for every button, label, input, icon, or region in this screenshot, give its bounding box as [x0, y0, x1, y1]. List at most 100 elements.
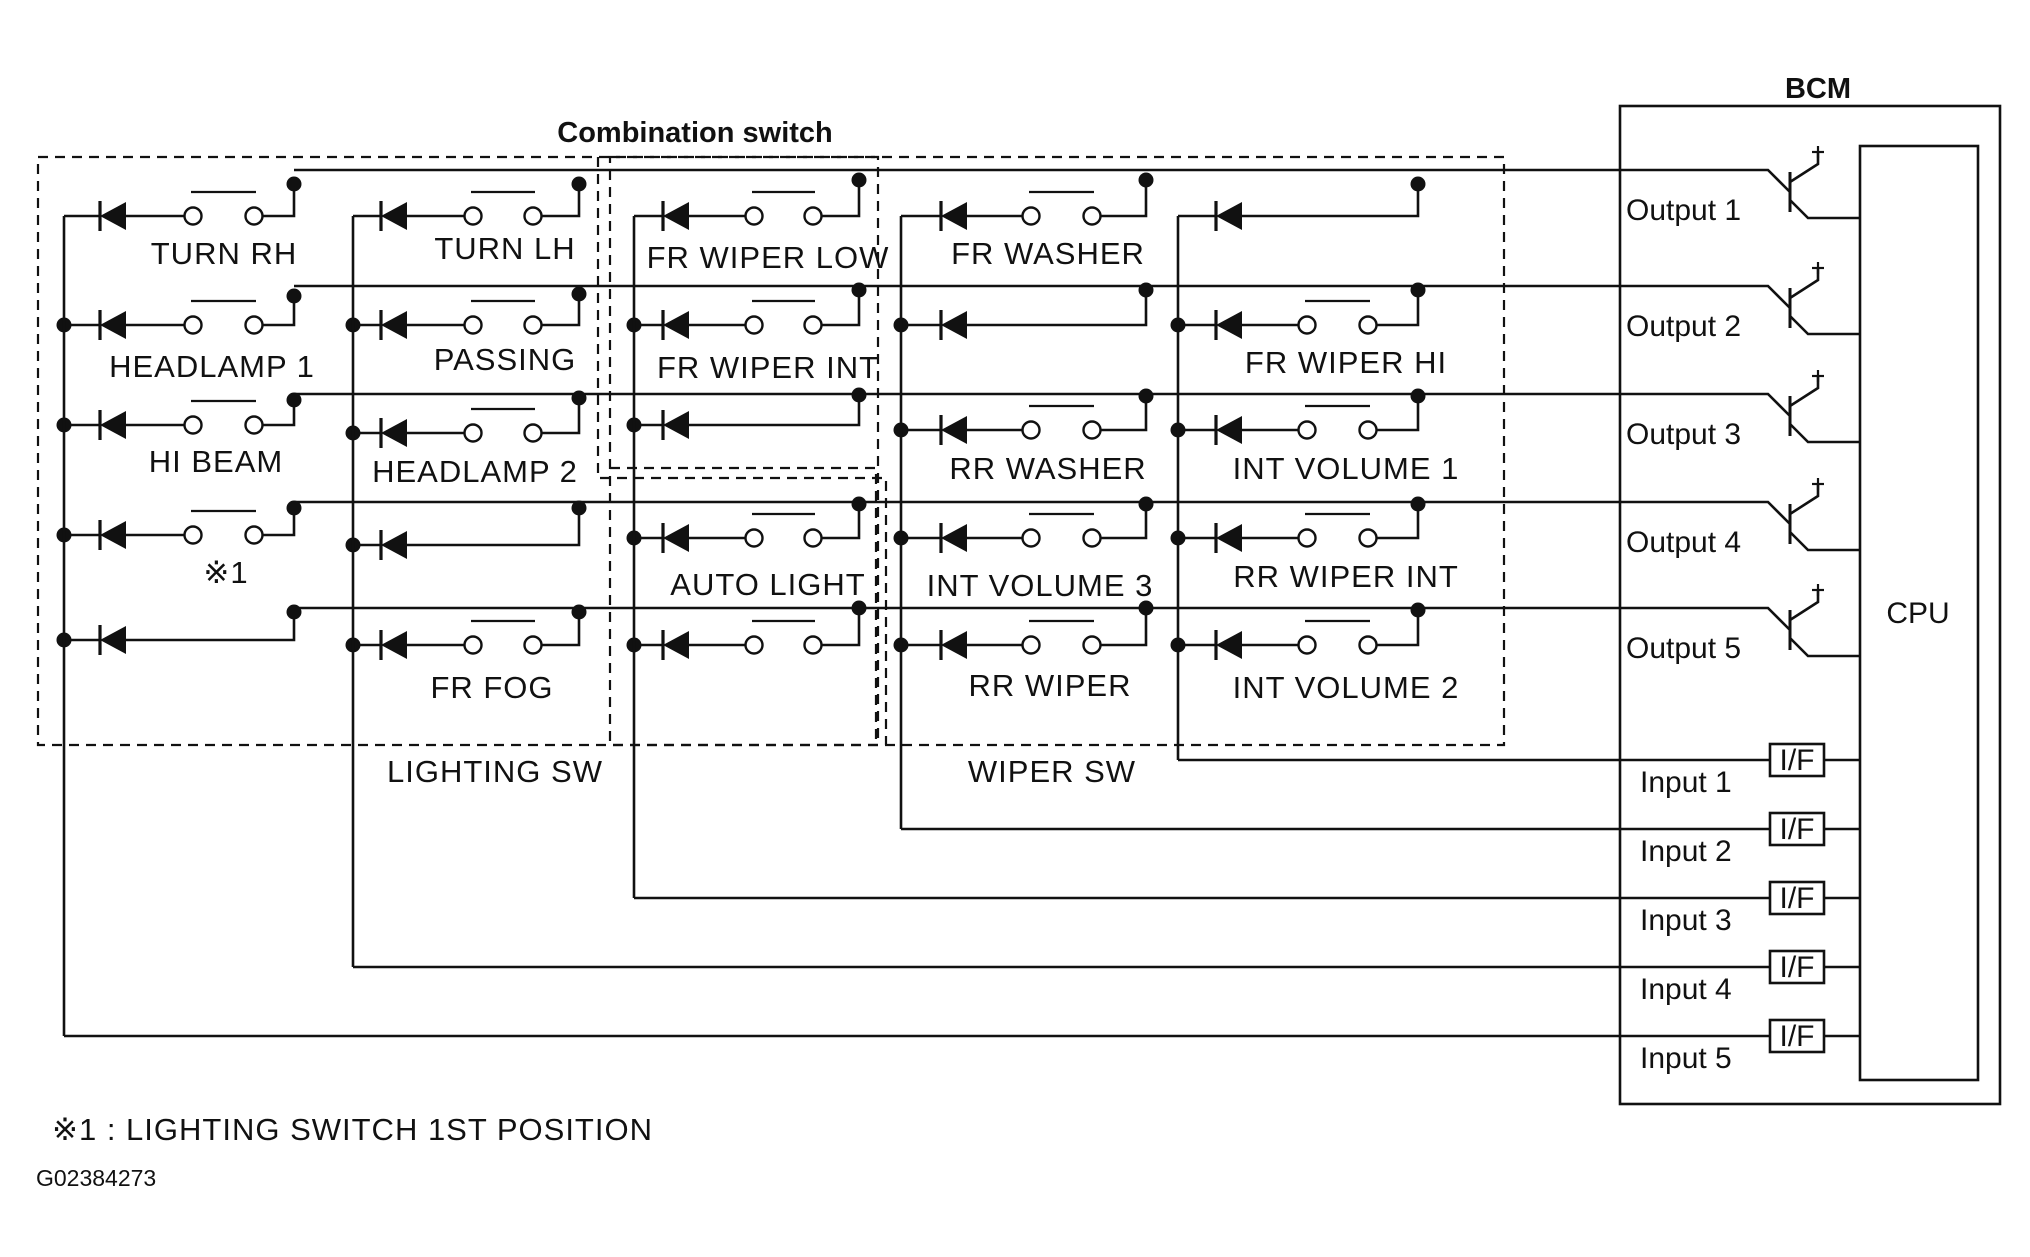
wire [262, 296, 296, 327]
input-interface-label: I/F [1780, 744, 1815, 777]
wire [1100, 504, 1148, 540]
wire [821, 504, 861, 540]
switch-label: TURN LH [434, 231, 575, 266]
switch-label: FR WIPER INT [657, 350, 879, 385]
input-5-label: Input 5 [1640, 1042, 1732, 1075]
input-interface-label: I/F [1780, 882, 1815, 915]
junction-dot [1138, 388, 1154, 404]
output-5-wire [294, 606, 1791, 631]
switch-turn-rh-contact [244, 206, 264, 226]
output-3-wire [294, 392, 1791, 417]
output-transistor-emitter [1789, 637, 1860, 658]
junction-dot [851, 600, 867, 616]
switch-headlamp-1-contact [244, 315, 264, 335]
wire [821, 290, 861, 327]
switch-headlamp-2-diode [381, 419, 407, 447]
bcm-box [1618, 104, 2002, 1106]
output-5-label: Output 5 [1626, 632, 1741, 665]
junction-dot [571, 390, 587, 406]
switch-rr-washer-contact [1082, 420, 1102, 440]
switch-fr-wiper-low-contact [803, 206, 823, 226]
switch-1-contact [244, 525, 264, 545]
wire [262, 184, 296, 218]
junction-dot [571, 500, 587, 516]
switch-int-volume-3-contact [1021, 528, 1041, 548]
figure-code: G02384273 [36, 1165, 156, 1191]
junction-dot [286, 500, 302, 516]
wire [1100, 608, 1148, 647]
junction-dot [286, 392, 302, 408]
wire [967, 290, 1148, 327]
wiper-sw-label: WIPER SW [968, 754, 1136, 789]
switch-fr-fog-contact [463, 635, 483, 655]
wire [821, 180, 861, 218]
output-1-wire [294, 168, 1791, 193]
switch-label: HEADLAMP 1 [109, 349, 315, 384]
switch-unlabeled-diode [1216, 202, 1242, 230]
junction-dot [1410, 176, 1426, 192]
switch-label: FR FOG [430, 670, 553, 705]
switch-headlamp-1-contact [183, 315, 203, 335]
wire [689, 395, 861, 427]
junction-dot [286, 288, 302, 304]
output-transistor-collector [1789, 376, 1820, 408]
switch-turn-lh-diode [381, 202, 407, 230]
switch-label: RR WASHER [949, 451, 1146, 486]
switch-int-volume-1-contact [1358, 420, 1378, 440]
switch-label: RR WIPER INT [1233, 559, 1459, 594]
switch-rr-wiper-diode [941, 631, 967, 659]
junction-dot [286, 176, 302, 192]
switch-label: PASSING [434, 342, 577, 377]
switch-int-volume-1-contact [1297, 420, 1317, 440]
wire [541, 612, 581, 647]
output-3-label: Output 3 [1626, 418, 1741, 451]
switch-int-volume-3-diode [941, 524, 967, 552]
wire [262, 508, 296, 537]
switch-1-diode [100, 521, 126, 549]
switch-label: HEADLAMP 2 [372, 454, 578, 489]
switch-label: FR WIPER LOW [647, 240, 890, 275]
switch-rr-wiper-int-diode [1216, 524, 1242, 552]
switch-fr-wiper-hi-contact [1297, 315, 1317, 335]
wire [1376, 504, 1420, 540]
switch-int-volume-3-contact [1082, 528, 1102, 548]
junction-dot [1410, 602, 1426, 618]
input-interface-label: I/F [1780, 813, 1815, 846]
switch-turn-lh-contact [463, 206, 483, 226]
junction-dot [1138, 172, 1154, 188]
output-4-label: Output 4 [1626, 526, 1741, 559]
output-1-label: Output 1 [1626, 194, 1741, 227]
footnote: ※1 : LIGHTING SWITCH 1ST POSITION [52, 1112, 653, 1147]
front-wiper-boundary [596, 157, 888, 745]
switch-int-volume-2-contact [1358, 635, 1378, 655]
switch-label: TURN RH [151, 236, 298, 271]
switch-passing-contact [523, 315, 543, 335]
cpu-box [1858, 144, 1980, 1082]
switch-fr-fog-contact [523, 635, 543, 655]
wire [541, 184, 581, 218]
input-4-label: Input 4 [1640, 973, 1732, 1006]
combination-switch-title: Combination switch [557, 117, 833, 149]
switch-fr-wiper-hi-diode [1216, 311, 1242, 339]
wire [1100, 180, 1148, 218]
switch-passing-contact [463, 315, 483, 335]
junction-dot [1138, 600, 1154, 616]
switch-fr-wiper-int-contact [803, 315, 823, 335]
junction-dot [286, 604, 302, 620]
junction-dot [851, 387, 867, 403]
output-4-wire [294, 500, 1791, 525]
switch-label: FR WASHER [951, 236, 1145, 271]
switch-fr-fog-diode [381, 631, 407, 659]
switch-int-volume-2-diode [1216, 631, 1242, 659]
wire [541, 294, 581, 327]
switch-rr-wiper-contact [1082, 635, 1102, 655]
output-transistor-emitter [1789, 315, 1860, 336]
switch-auto-light-contact [744, 528, 764, 548]
wire [407, 508, 581, 547]
switch-unlabeled-diode [100, 626, 126, 654]
switch-hi-beam-diode [100, 411, 126, 439]
switch-passing-diode [381, 311, 407, 339]
switch-unlabeled-contact [744, 635, 764, 655]
switch-fr-washer-diode [941, 202, 967, 230]
